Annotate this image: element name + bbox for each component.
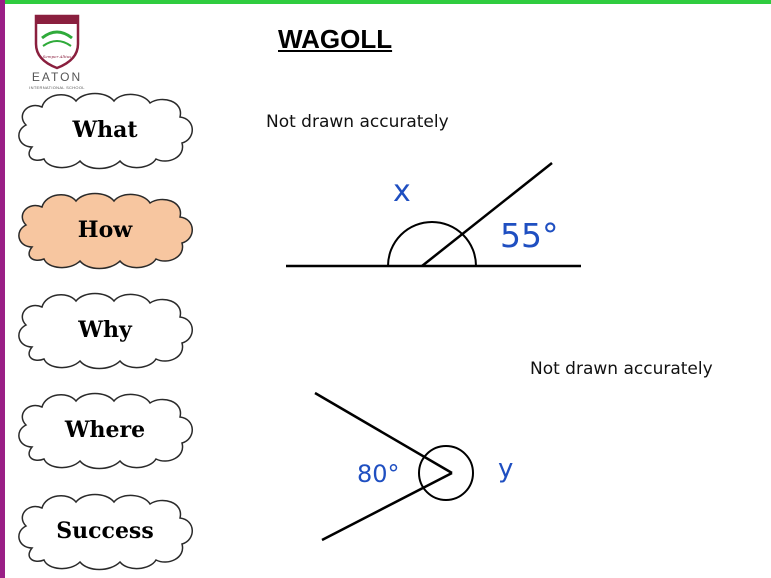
cloud-shape <box>18 493 193 571</box>
top-accent-bar <box>0 0 771 4</box>
diagram2-angle-label: 80° <box>357 460 400 488</box>
logo-motto: Semper Altius <box>43 54 72 59</box>
school-logo: Semper Altius EATON INTERNATIONAL SCHOOL <box>26 14 88 94</box>
cloud-nav-label: Where <box>64 417 146 443</box>
diagram1-note: Not drawn accurately <box>266 112 449 132</box>
cloud-nav-item-success[interactable]: Success <box>10 490 200 572</box>
diagram1-angle-label: 55° <box>500 216 559 255</box>
cloud-nav-item-what[interactable]: What <box>10 89 200 171</box>
cloud-nav-label: Why <box>78 317 132 343</box>
diagram2-unknown-label: y <box>498 454 514 484</box>
cloud-shape <box>18 292 193 370</box>
diagram1-unknown-label: x <box>393 174 411 209</box>
diagram2-note: Not drawn accurately <box>530 359 713 379</box>
diagram2-angle-circle <box>418 445 474 501</box>
diagram1-angle-arc <box>387 221 477 267</box>
logo-school-name: EATON <box>31 70 83 84</box>
cloud-nav-item-where[interactable]: Where <box>10 389 200 471</box>
cloud-shape <box>18 92 193 170</box>
cloud-nav-label: How <box>77 217 133 243</box>
cloud-shape <box>18 192 193 270</box>
cloud-shape <box>18 392 193 470</box>
logo-school-subtitle: INTERNATIONAL SCHOOL <box>29 85 85 90</box>
cloud-nav-label: What <box>72 117 138 143</box>
left-accent-bar <box>0 0 5 578</box>
page-title: WAGOLL <box>278 24 393 54</box>
cloud-nav-item-how[interactable]: How <box>10 189 200 271</box>
cloud-nav-item-why[interactable]: Why <box>10 289 200 371</box>
cloud-nav-label: Success <box>56 518 154 544</box>
